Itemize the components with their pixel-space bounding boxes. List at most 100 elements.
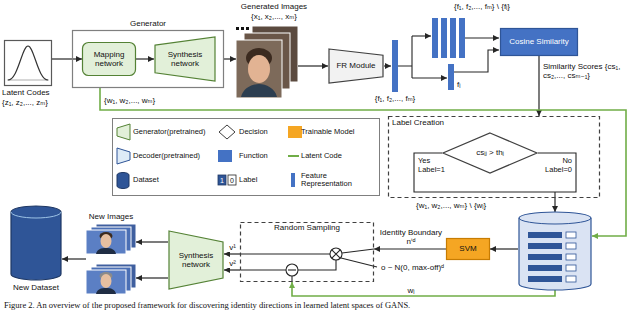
connector-arrow xyxy=(374,248,446,249)
generated-face-images xyxy=(236,27,239,30)
connector-arrow xyxy=(136,58,154,59)
random-sampling-box-outline-shape xyxy=(241,223,374,282)
legend-text: Trainable Model xyxy=(301,122,379,142)
legend-icon-shape xyxy=(117,173,129,189)
generator-box-outline-shape xyxy=(73,31,224,88)
legend-box: Generator(pretrained)Decoder(pretrained)… xyxy=(112,118,380,196)
decision-diamond-text: csᵢⱼ > thᵢ xyxy=(476,148,504,157)
feature-representations xyxy=(450,18,456,58)
fr-module: FR Module xyxy=(328,48,384,84)
feature-label: fᵢ xyxy=(457,80,473,89)
feature-representations xyxy=(392,40,398,92)
random-sampling-operators xyxy=(286,264,298,276)
generated-face-images xyxy=(236,40,282,98)
decision-diamond-label-area: csᵢⱼ > thᵢ xyxy=(442,132,538,174)
random-sampling-operators xyxy=(341,258,377,267)
gaussian-curve xyxy=(8,46,48,80)
legend-text: Function xyxy=(239,146,283,166)
connector-label: Similarity Scores {cs₁, cs₂,..., csₘ₋₁} xyxy=(543,62,621,80)
feature-representations xyxy=(448,64,454,90)
legend-text: Generator(pretrained) xyxy=(133,122,217,142)
decision-diamond: csᵢⱼ > thᵢ xyxy=(442,132,538,174)
random-sampling-operators xyxy=(241,248,377,282)
new-images-heading: New Images xyxy=(82,212,140,221)
legend-icon xyxy=(116,122,134,142)
legend-entry: Latent Code xyxy=(288,146,379,166)
feature-representations xyxy=(384,65,391,66)
generated-images: Generated Images{x₁, x₂,..., xₘ} xyxy=(228,2,320,100)
legend-text: Latent Code xyxy=(301,146,379,166)
fr-module-label-area: FR Module xyxy=(328,48,384,84)
cosine-similarity-outline-shape xyxy=(501,29,578,56)
legend-entry: Label xyxy=(218,170,283,190)
legend-swatch xyxy=(218,150,232,162)
connector-label: v² xyxy=(226,259,239,268)
legend-icon-shape xyxy=(117,124,130,140)
feature-representations xyxy=(432,18,438,58)
synthesis-network-text: Synthesis network xyxy=(173,251,219,269)
mapping-network-text: Mapping network xyxy=(85,50,133,68)
feature-representations xyxy=(412,77,447,78)
random-sampling-operators xyxy=(241,269,286,270)
new-face-images xyxy=(101,234,112,248)
offset-distribution: o ~ N(0, max-off)ᵈ xyxy=(381,263,463,272)
label-cell xyxy=(566,243,576,249)
generated-images-heading: {x₁, x₂,..., xₘ} xyxy=(228,12,320,21)
new-face-images xyxy=(96,288,116,294)
legend-text: Label xyxy=(239,170,283,190)
legend-entry: Decision xyxy=(218,122,283,142)
latent-code-bar xyxy=(528,254,562,260)
connector-arrow xyxy=(538,56,539,116)
generator-box-heading: Generator xyxy=(72,19,224,28)
legend-label-boxes xyxy=(228,175,236,185)
latent-code-database-outline xyxy=(518,212,592,290)
legend-icon xyxy=(218,122,236,142)
legend-icon-shape xyxy=(117,148,130,164)
connector-label: Identity Boundary nⁱᵈ xyxy=(378,228,444,246)
generated-face-images xyxy=(248,55,270,83)
latent-code-box-heading: Latent Codes xyxy=(2,88,76,97)
latent-code-box-heading: {z₁, z₂,..., zₘ} xyxy=(2,98,76,107)
label-cell xyxy=(566,254,576,260)
feature-representations xyxy=(465,37,499,38)
new-images: New Images xyxy=(82,212,140,294)
latent-code-box-outline xyxy=(4,40,52,86)
new-dataset-heading: New Dataset xyxy=(4,283,68,292)
connector-label: v¹ xyxy=(226,243,239,252)
connector-arrow xyxy=(292,282,555,296)
random-sampling-operators xyxy=(332,250,340,258)
generated-face-images xyxy=(241,84,277,97)
latent-code-database-shape xyxy=(518,212,592,290)
latent-code-rows xyxy=(528,232,576,282)
connector-label: {w₁, w₂,..., wₘ} xyxy=(104,96,184,105)
latent-code-box-outline-shape xyxy=(5,41,52,86)
legend-entry: Dataset xyxy=(116,170,217,190)
feature-subset-label: {f₁, f₂,..., fₘ} \ {fᵢ} xyxy=(416,2,548,11)
connector-arrow xyxy=(136,277,168,278)
legend-label-boxes xyxy=(218,175,236,185)
mapping-network: Mapping network xyxy=(82,42,136,76)
latent-code-database-heading: {w₁, w₂,..., wₘ} \ {wᵢ} xyxy=(416,201,516,210)
connector-arrow xyxy=(224,269,240,270)
gaussian-curve xyxy=(7,80,49,81)
latent-code-box-shape xyxy=(4,40,52,86)
label-cell xyxy=(566,232,576,238)
legend-label-boxes xyxy=(218,175,226,185)
synthesis-network: Synthesis network xyxy=(168,230,224,290)
latent-code-bar xyxy=(528,232,562,238)
label-cell xyxy=(566,276,576,282)
cosine-similarity: Cosine Similarity xyxy=(500,28,578,56)
feature-set-label: {f₁, f₂,..., fₘ} xyxy=(360,94,430,103)
latent-code-bar xyxy=(528,276,562,282)
connector-arrow xyxy=(62,258,86,259)
random-sampling-operators xyxy=(330,248,342,260)
legend-swatch xyxy=(288,126,302,138)
connector-arrow xyxy=(224,58,236,59)
random-sampling-operators xyxy=(298,260,336,270)
branch-label: Yes xyxy=(418,157,450,166)
legend-entry: Function xyxy=(218,146,283,166)
new-dataset-rim xyxy=(11,212,61,218)
latent-code-bar xyxy=(528,265,562,271)
connector-arrow xyxy=(52,58,82,59)
